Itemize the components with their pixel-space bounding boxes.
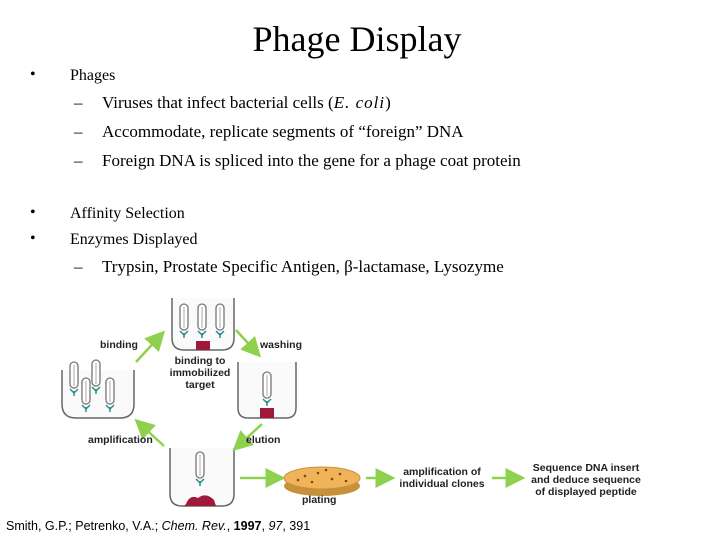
subpoint-text: Trypsin, Prostate Specific Antigen, β-la… — [102, 257, 504, 276]
petri-plate — [283, 466, 361, 496]
label-plating: plating — [302, 494, 337, 506]
label-binding: binding — [100, 339, 138, 351]
arrow-washing — [235, 329, 262, 358]
arrow-amplification — [134, 418, 165, 447]
bullet-marker: • — [30, 204, 36, 221]
bullet-marker: • — [30, 66, 36, 83]
dash: – — [74, 122, 83, 141]
label-sequence-dna: Sequence DNA insert and deduce sequence … — [531, 462, 641, 498]
well-elution — [169, 448, 235, 507]
well-binding-target — [171, 298, 235, 351]
subpoint-text: Accommodate, replicate segments of “fore… — [102, 122, 464, 141]
label-binding-to-target: binding to immobilized target — [169, 355, 231, 391]
well-library — [61, 359, 135, 419]
subpoint-accommodate: –Accommodate, replicate segments of “for… — [74, 121, 464, 143]
subpoint-text: Viruses that infect bacterial cells ( — [102, 93, 334, 112]
subpoint-foreign-dna: –Foreign DNA is spliced into the gene fo… — [74, 150, 521, 172]
bullet-phages: Phages — [70, 67, 116, 84]
dash: – — [74, 93, 83, 112]
subpoint-viruses: –Viruses that infect bacterial cells (E.… — [74, 92, 391, 114]
slide-title: Phage Display — [252, 19, 462, 59]
subpoint-text-end: ) — [385, 93, 391, 112]
label-amplification-clones: amplification of individual clones — [399, 466, 485, 490]
dash: – — [74, 257, 83, 276]
ecoli-text: E. coli — [333, 93, 386, 112]
bullet-enzymes-displayed: Enzymes Displayed — [70, 231, 198, 248]
well-washing — [237, 362, 297, 419]
label-elution: elution — [246, 434, 281, 446]
dash: – — [74, 151, 83, 170]
bullet-marker: • — [30, 230, 36, 247]
subpoint-enzymes: –Trypsin, Prostate Specific Antigen, β-l… — [74, 256, 504, 278]
arrow-binding — [135, 330, 166, 363]
label-amplification: amplification — [88, 434, 153, 446]
subpoint-text: Foreign DNA is spliced into the gene for… — [102, 151, 521, 170]
bullet-affinity-selection: Affinity Selection — [70, 205, 185, 222]
arrow-elution — [232, 423, 263, 452]
label-washing: washing — [260, 339, 303, 351]
citation: Smith, G.P.; Petrenko, V.A.; Chem. Rev.,… — [6, 519, 311, 533]
